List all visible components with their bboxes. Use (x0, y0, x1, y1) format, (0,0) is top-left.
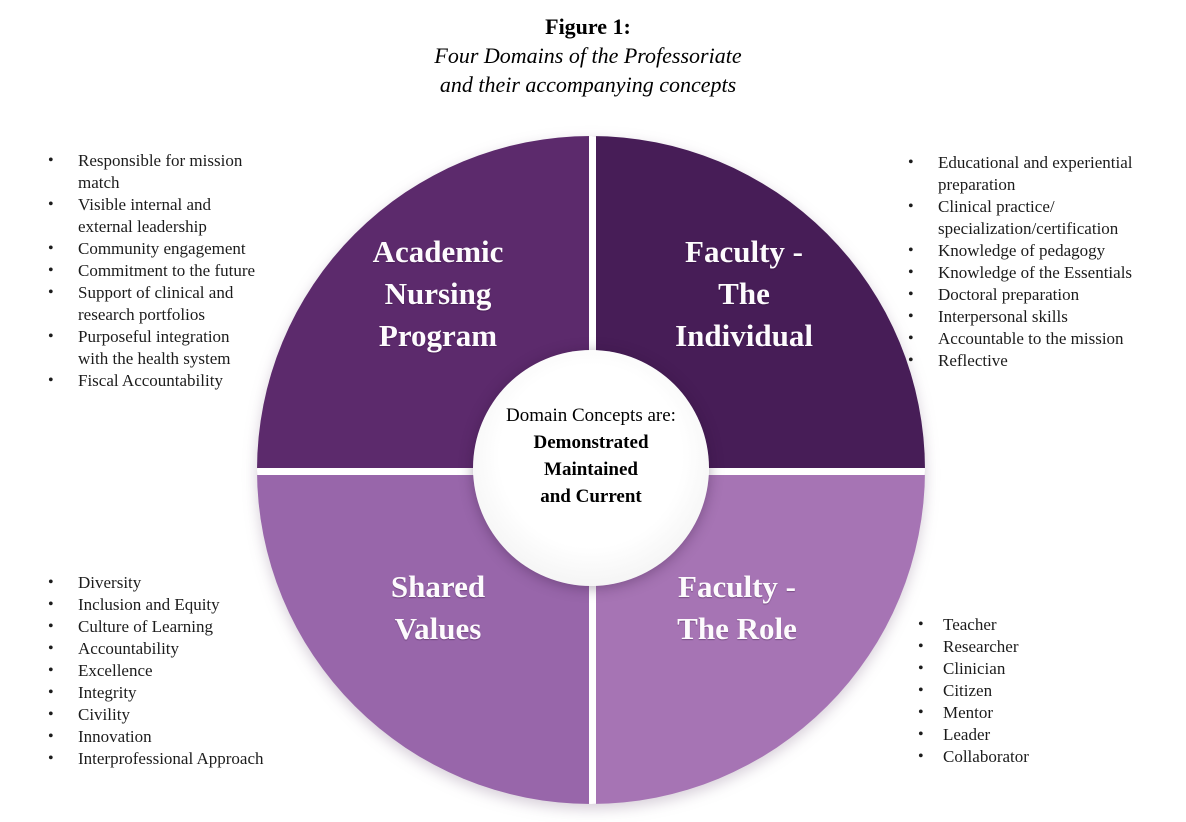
list-item: Program (378, 318, 498, 353)
list-item: Teacher (916, 614, 1116, 636)
list-item: Faculty - (678, 569, 796, 604)
list-item: Reflective (906, 350, 1160, 372)
list-item: The Role (677, 611, 797, 646)
list-item: Doctoral preparation (906, 284, 1160, 306)
list-item: Clinician (916, 658, 1116, 680)
list-item: Demonstrated (533, 432, 649, 453)
list-item: Responsible for mission match (46, 150, 264, 194)
list-item: Citizen (916, 680, 1116, 702)
list-item: Inclusion and Equity (46, 594, 296, 616)
bullet-list-faculty-the-role: TeacherResearcherClinicianCitizenMentorL… (916, 614, 1116, 768)
list-item: Accountability (46, 638, 296, 660)
list-item: Interpersonal skills (906, 306, 1160, 328)
list-item: Innovation (46, 726, 296, 748)
list-item: Leader (916, 724, 1116, 746)
list-item: Visible internal and external leadership (46, 194, 264, 238)
list-item: Mentor (916, 702, 1116, 724)
list-item: Diversity (46, 572, 296, 594)
list-item: Shared (390, 569, 486, 604)
list-item: Nursing (384, 276, 492, 311)
list-item: Civility (46, 704, 296, 726)
list-item: Educational and experiential preparation (906, 152, 1160, 196)
bullet-list-shared-values: DiversityInclusion and EquityCulture of … (46, 572, 296, 770)
quadrant-label-faculty-the-role: Faculty - The Role (587, 566, 887, 650)
list-item: Knowledge of pedagogy (906, 240, 1160, 262)
bullet-list-faculty-the-individual: Educational and experiential preparation… (906, 152, 1160, 372)
list-item: Community engagement (46, 238, 264, 260)
list-item: Individual (675, 318, 813, 353)
list-item: Knowledge of the Essentials (906, 262, 1160, 284)
list-item: The (718, 276, 770, 311)
list-item: Integrity (46, 682, 296, 704)
hub-intro-text: Domain Concepts are: (506, 405, 676, 426)
list-item: Collaborator (916, 746, 1116, 768)
figure-subtitle-line1: Four Domains of the Professoriate (434, 43, 742, 68)
list-item: Interprofessional Approach (46, 748, 296, 770)
list-item: Academic (372, 234, 504, 269)
figure-label: Figure 1: (545, 14, 631, 39)
figure-title: Figure 1: Four Domains of the Professori… (288, 12, 888, 99)
list-item: Faculty - (685, 234, 803, 269)
list-item: Support of clinical and research portfol… (46, 282, 264, 326)
list-item: Values (394, 611, 482, 646)
list-item: Culture of Learning (46, 616, 296, 638)
list-item: Excellence (46, 660, 296, 682)
bullet-list-academic-nursing-program: Responsible for mission matchVisible int… (46, 150, 264, 392)
list-item: Fiscal Accountability (46, 370, 264, 392)
list-item: Commitment to the future (46, 260, 264, 282)
list-item: Clinical practice/ specialization/certif… (906, 196, 1160, 240)
list-item: and Current (540, 486, 642, 507)
list-item: Maintained (544, 459, 638, 480)
list-item: Researcher (916, 636, 1116, 658)
list-item: Purposeful integration with the health s… (46, 326, 264, 370)
list-item: Accountable to the mission (906, 328, 1160, 350)
figure-subtitle-line2: and their accompanying concepts (439, 72, 737, 97)
